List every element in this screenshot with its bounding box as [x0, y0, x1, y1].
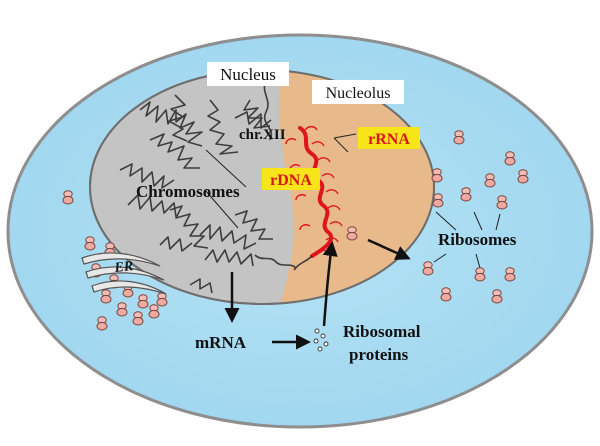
- svg-text:Nucleolus: Nucleolus: [326, 85, 391, 102]
- ribosomal-protein-dots: [313, 328, 329, 352]
- label-chr-xii: chr.XII: [239, 127, 286, 143]
- label-nucleus: Nucleus: [207, 62, 289, 86]
- leader-lines: [204, 133, 501, 269]
- label-er: ER: [113, 259, 134, 276]
- svg-text:Nucleus: Nucleus: [220, 65, 276, 84]
- label-rrna: rRNA: [358, 127, 420, 149]
- label-ribosomal-proteins-line1: Ribosomal: [343, 322, 421, 341]
- chromosomes-tangle: [119, 81, 297, 294]
- label-mrna: mRNA: [195, 333, 247, 352]
- label-chromosomes: Chromosomes: [136, 182, 240, 201]
- endoplasmic-reticulum: [81, 252, 167, 295]
- label-ribosomal-proteins-line2: proteins: [349, 345, 409, 364]
- svg-text:rRNA: rRNA: [368, 131, 410, 148]
- label-ribosomes: Ribosomes: [438, 230, 517, 249]
- arrows: [224, 238, 411, 350]
- rdna-strand: [285, 125, 343, 271]
- svg-text:rDNA: rDNA: [270, 172, 312, 189]
- label-nucleolus: Nucleolus: [312, 80, 404, 104]
- label-rdna: rDNA: [262, 168, 320, 190]
